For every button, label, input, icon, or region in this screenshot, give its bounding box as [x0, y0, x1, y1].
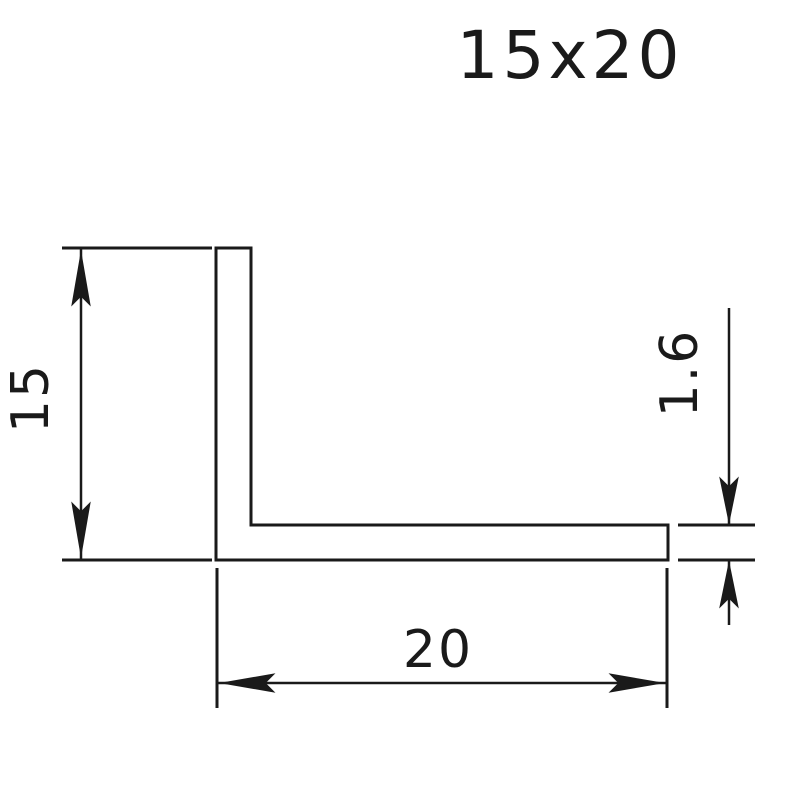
width-arrow-left — [221, 673, 276, 693]
angle-profile-path — [214, 246, 670, 562]
height-arrow-top — [71, 252, 91, 307]
height-dimension-label: 15 — [1, 363, 61, 433]
width-arrow-right — [608, 673, 663, 693]
profile-outline — [214, 246, 670, 562]
height-arrow-bottom — [71, 501, 91, 556]
width-dimension-group: 20 — [215, 568, 669, 708]
thickness-dimension-group: 1.6 — [650, 308, 755, 625]
height-dimension-group: 15 — [1, 246, 212, 562]
width-dimension-label: 20 — [403, 620, 473, 680]
drawing-title: 15x20 — [456, 17, 683, 94]
thickness-arrow-bottom — [719, 562, 739, 609]
thickness-dimension-label: 1.6 — [650, 329, 710, 418]
thickness-arrow-top — [719, 476, 739, 523]
